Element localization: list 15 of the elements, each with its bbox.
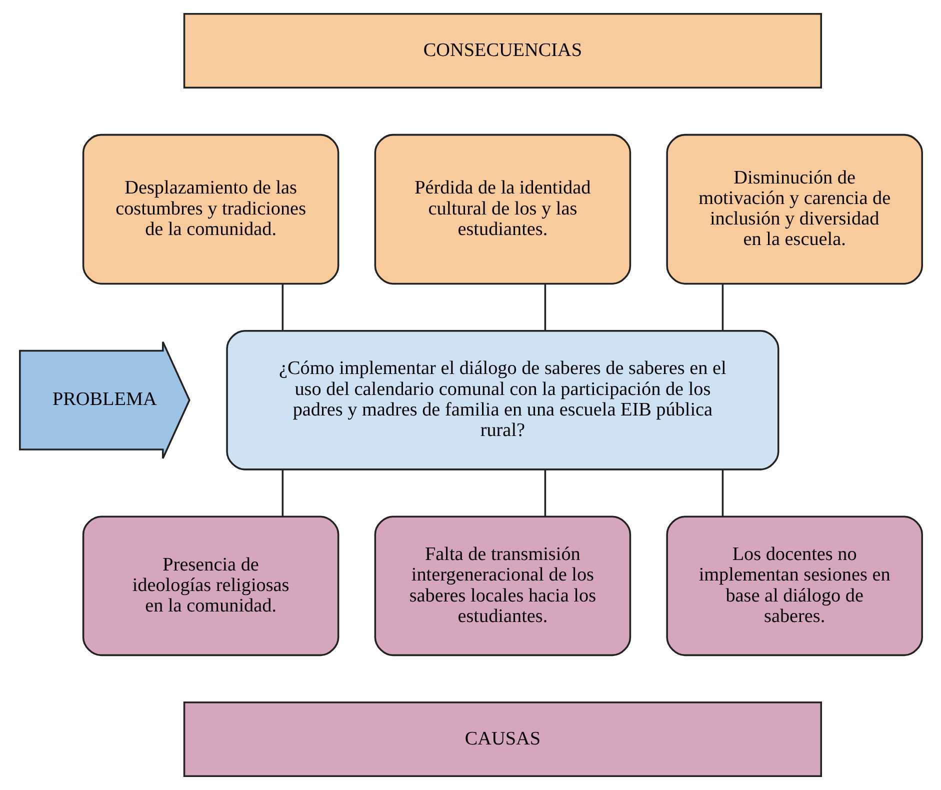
connector xyxy=(544,284,546,330)
node-box: Falta de transmisión intergeneracional de los saberes locales hacia los estudiantes. xyxy=(374,516,631,656)
connector xyxy=(544,470,546,516)
connector xyxy=(281,470,284,516)
connector xyxy=(721,470,724,516)
node-box: CAUSAS xyxy=(182,701,822,777)
node-box: Los docentes no implementan sesiones en base al diálogo de saberes. xyxy=(666,516,922,656)
connector xyxy=(281,284,284,330)
node-box: CONSECUENCIAS xyxy=(182,13,822,89)
node-box: Disminución de motivación y carencia de inclusión y diversidad en la escuela. xyxy=(666,134,922,285)
node-box: Pérdida de la identidad cultural de los y las estudiantes. xyxy=(374,134,631,285)
node-box: Presencia de ideologías religiosas en la comunidad. xyxy=(82,516,339,656)
node-box: Desplazamiento de las costumbres y tradiciones de la comunidad. xyxy=(82,134,339,285)
connector xyxy=(721,284,724,330)
node-box: ¿Cómo implementar el diálogo de saberes de saberes en el uso del calendario comunal con la participación de los padres y madres de familia en una escuela EIB pública rural? xyxy=(226,330,779,470)
